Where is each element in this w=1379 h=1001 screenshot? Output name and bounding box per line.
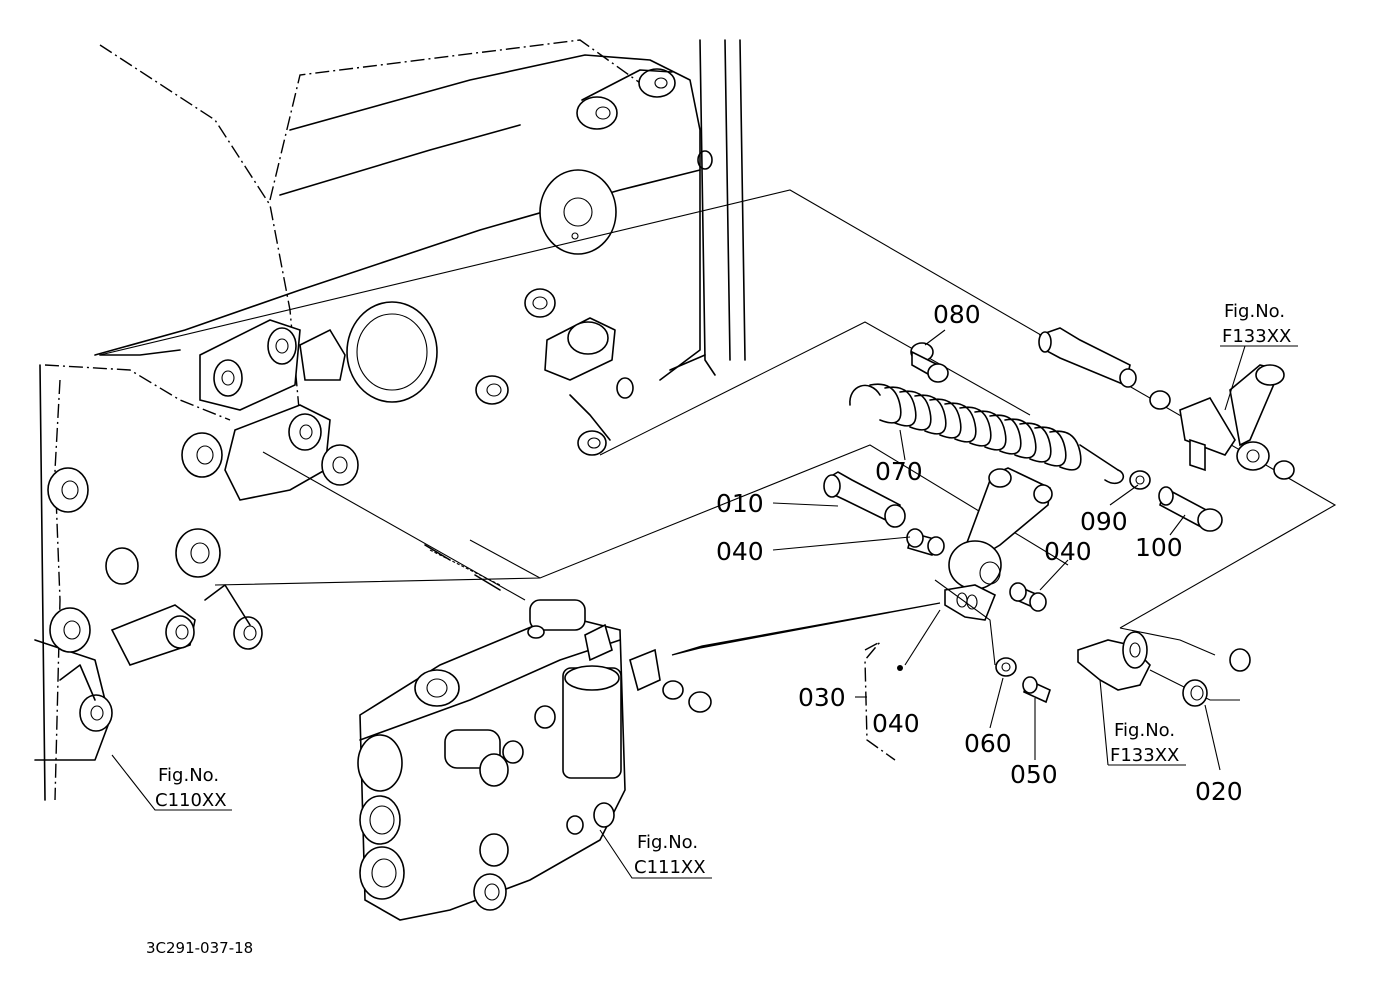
fig-ref-c111-line1: Fig.No. <box>637 832 698 853</box>
fig-ref-c110-line2: C110XX <box>155 790 227 811</box>
part-label-040-right: 040 <box>1044 537 1092 566</box>
figure-references: Fig.No. F133XX Fig.No. F133XX Fig.No. C1… <box>155 301 1291 878</box>
linkage-parts <box>671 327 1295 761</box>
drawing-code: 3C291-037-18 <box>146 939 253 957</box>
part-label-090: 090 <box>1080 507 1128 536</box>
part-label-040-kit: 040 <box>872 709 920 738</box>
part-label-060: 060 <box>964 729 1012 758</box>
part-label-030: 030 <box>798 683 846 712</box>
fig-ref-f133-bottom-line1: Fig.No. <box>1114 720 1175 741</box>
transmission-housing <box>34 39 746 801</box>
part-label-010: 010 <box>716 489 764 518</box>
part-label-050: 050 <box>1010 760 1058 789</box>
leader-lines <box>111 329 1298 879</box>
fig-ref-f133-top-line2: F133XX <box>1222 326 1291 347</box>
fig-ref-f133-bottom-line2: F133XX <box>1110 745 1179 766</box>
fig-ref-c111-line2: C111XX <box>634 857 706 878</box>
part-label-100: 100 <box>1135 533 1183 562</box>
fig-ref-f133-top-line1: Fig.No. <box>1224 301 1285 322</box>
part-label-040-left: 040 <box>716 537 764 566</box>
part-label-070: 070 <box>875 457 923 486</box>
fig-ref-c110-line1: Fig.No. <box>158 765 219 786</box>
part-labels: 080 070 010 040 040 090 100 030 040 060 … <box>716 300 1243 806</box>
control-valve <box>357 544 712 921</box>
part-label-020: 020 <box>1195 777 1243 806</box>
part-label-080: 080 <box>933 300 981 329</box>
